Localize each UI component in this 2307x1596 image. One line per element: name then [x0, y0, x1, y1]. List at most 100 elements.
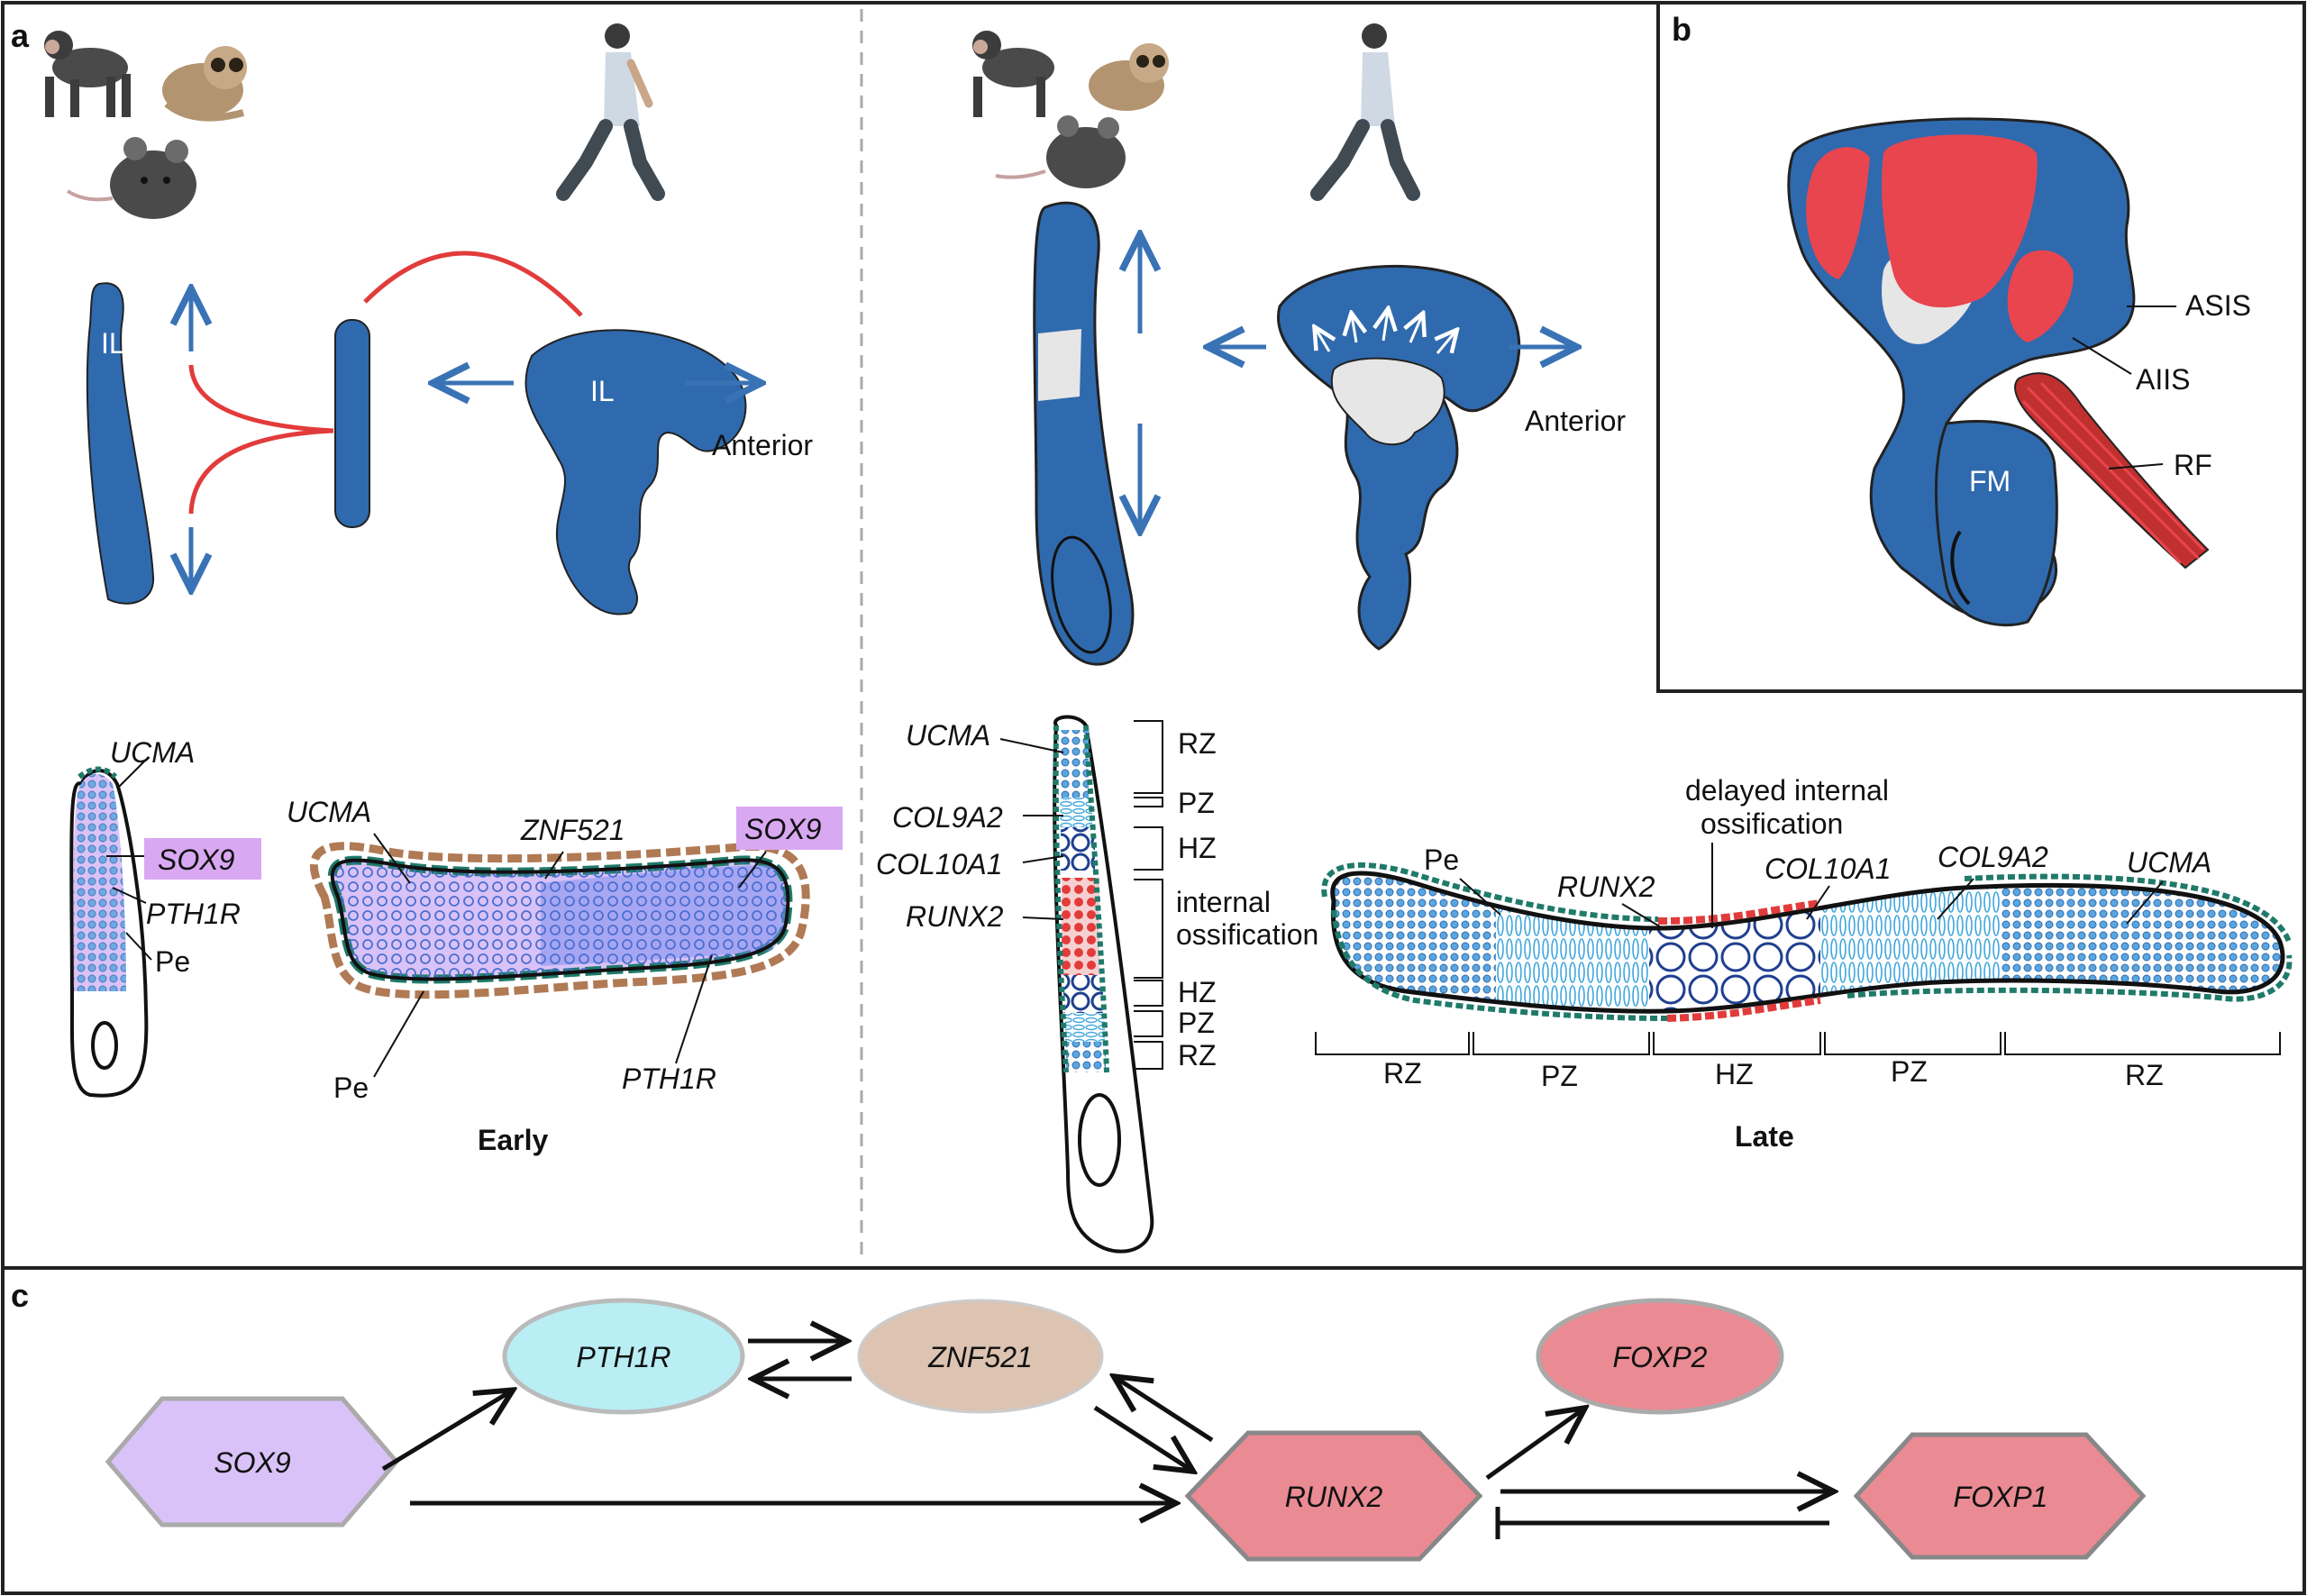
early-horizontal-bone — [310, 842, 810, 999]
panel-c-label: c — [11, 1277, 29, 1314]
mouse-icon-2 — [995, 115, 1126, 188]
red-arc — [363, 251, 583, 317]
pe-label-late: Pe — [1424, 844, 1459, 876]
pth1r-label-early-2: PTH1R — [622, 1062, 716, 1095]
sox9-label-early-1: SOX9 — [158, 844, 235, 876]
sox9-highlight-1 — [144, 838, 261, 880]
ilium-short — [334, 319, 370, 528]
chimpanzee-icon — [44, 31, 131, 117]
leader — [2108, 463, 2164, 470]
hzone-4: PZ — [1891, 1055, 1928, 1088]
node-znf521: ZNF521 — [857, 1299, 1104, 1414]
il-label-1: IL — [101, 327, 125, 360]
asis-label: ASIS — [2185, 289, 2251, 322]
foxp2-node-label: FOXP2 — [1613, 1341, 1708, 1373]
ucma-label-late-1: UCMA — [906, 719, 990, 752]
late-title: Late — [1735, 1120, 1794, 1153]
delayed-line1: delayed internal — [1685, 774, 1889, 807]
foxp1-node-label: FOXP1 — [1954, 1481, 2048, 1513]
ucma-label-late-2: UCMA — [2127, 846, 2211, 879]
runx2-label-late-2: RUNX2 — [1557, 871, 1655, 903]
zone-rz-top: RZ — [1178, 727, 1217, 760]
znf521-label: ZNF521 — [520, 814, 625, 846]
hzone-1: RZ — [1383, 1057, 1422, 1090]
zone-hz-top: HZ — [1178, 832, 1217, 864]
hzone-2: PZ — [1541, 1060, 1578, 1092]
hzone-3: HZ — [1715, 1058, 1754, 1090]
rf-label: RF — [2174, 449, 2212, 481]
delayed-line2: ossification — [1701, 807, 1843, 840]
fm-label: FM — [1969, 465, 2011, 497]
early-vertical-bone — [69, 766, 149, 1098]
leader — [1459, 878, 1501, 916]
leader — [2072, 337, 2132, 375]
zone-hz-bottom: HZ — [1178, 976, 1217, 1008]
col10a1-label-late-2: COL10A1 — [1764, 853, 1892, 885]
sox9-label-early-2: SOX9 — [744, 813, 822, 845]
leader — [675, 954, 713, 1064]
early-title: Early — [478, 1124, 548, 1156]
node-foxp2: FOXP2 — [1536, 1298, 1784, 1415]
ilium-side — [524, 329, 747, 616]
leader — [544, 851, 564, 880]
ucma-label-early-1: UCMA — [110, 736, 195, 769]
hzone-5: RZ — [2125, 1059, 2164, 1091]
runx2-label-late-1: RUNX2 — [906, 900, 1004, 933]
col10a1-label-late-1: COL10A1 — [876, 848, 1003, 880]
pe-label-early-1: Pe — [155, 945, 190, 978]
pelvis-illustration — [1787, 117, 2210, 627]
runx2-node-label: RUNX2 — [1285, 1481, 1383, 1513]
ucma-label-early-2: UCMA — [287, 796, 371, 828]
node-runx2: RUNX2 — [1184, 1430, 1483, 1562]
human-walking-icon — [556, 23, 665, 201]
network-edges — [381, 1341, 1829, 1539]
ossification-line2: ossification — [1176, 918, 1318, 951]
galago-icon — [162, 46, 247, 122]
anterior-label-2: Anterior — [1525, 405, 1626, 437]
node-pth1r: PTH1R — [502, 1298, 745, 1415]
col9a2-label-late-1: COL9A2 — [892, 801, 1003, 834]
leader — [738, 851, 767, 889]
panel-b-frame — [1656, 1, 2306, 693]
leader — [116, 756, 150, 789]
leader — [1022, 917, 1064, 920]
pe-label-early-2: Pe — [333, 1072, 369, 1104]
leader — [112, 887, 147, 904]
human-walking-icon-2 — [1310, 23, 1420, 201]
panel-b-label: b — [1672, 11, 1691, 48]
ilium-tall — [86, 282, 155, 605]
zone-brackets-horizontal — [1315, 1032, 2281, 1055]
sox9-node-label: SOX9 — [214, 1446, 291, 1479]
leader — [125, 932, 152, 961]
zone-pz-bottom: PZ — [1178, 1007, 1215, 1039]
anterior-label-1: Anterior — [712, 429, 813, 461]
node-sox9: SOX9 — [105, 1396, 400, 1528]
leader — [1022, 855, 1064, 863]
ilium-side-late — [1277, 264, 1521, 651]
col9a2-label-late-2: COL9A2 — [1938, 841, 2048, 873]
leader — [373, 990, 424, 1078]
zone-pz-top: PZ — [1178, 787, 1215, 819]
leader — [1621, 903, 1664, 929]
mouse-icon — [66, 137, 196, 219]
leader — [1806, 885, 1830, 920]
node-foxp1: FOXP1 — [1853, 1432, 2147, 1560]
galago-icon-2 — [1089, 43, 1169, 111]
sox9-highlight-2 — [736, 807, 843, 850]
red-connector — [188, 364, 334, 515]
leader — [373, 833, 411, 884]
il-label-2: IL — [590, 375, 615, 407]
ilium-tall-late — [1033, 201, 1135, 666]
panel-a-label: a — [11, 17, 30, 54]
leader — [1937, 878, 1974, 920]
zone-brackets-vertical — [1134, 720, 1163, 1070]
pth1r-node-label: PTH1R — [577, 1341, 671, 1373]
chimpanzee-icon-2 — [972, 31, 1054, 117]
ossification-line1: internal — [1176, 886, 1271, 918]
leader — [2126, 880, 2164, 925]
late-vertical-bone — [1053, 715, 1154, 1254]
znf521-node-label: ZNF521 — [927, 1341, 1033, 1373]
pth1r-label-early-1: PTH1R — [146, 898, 241, 930]
